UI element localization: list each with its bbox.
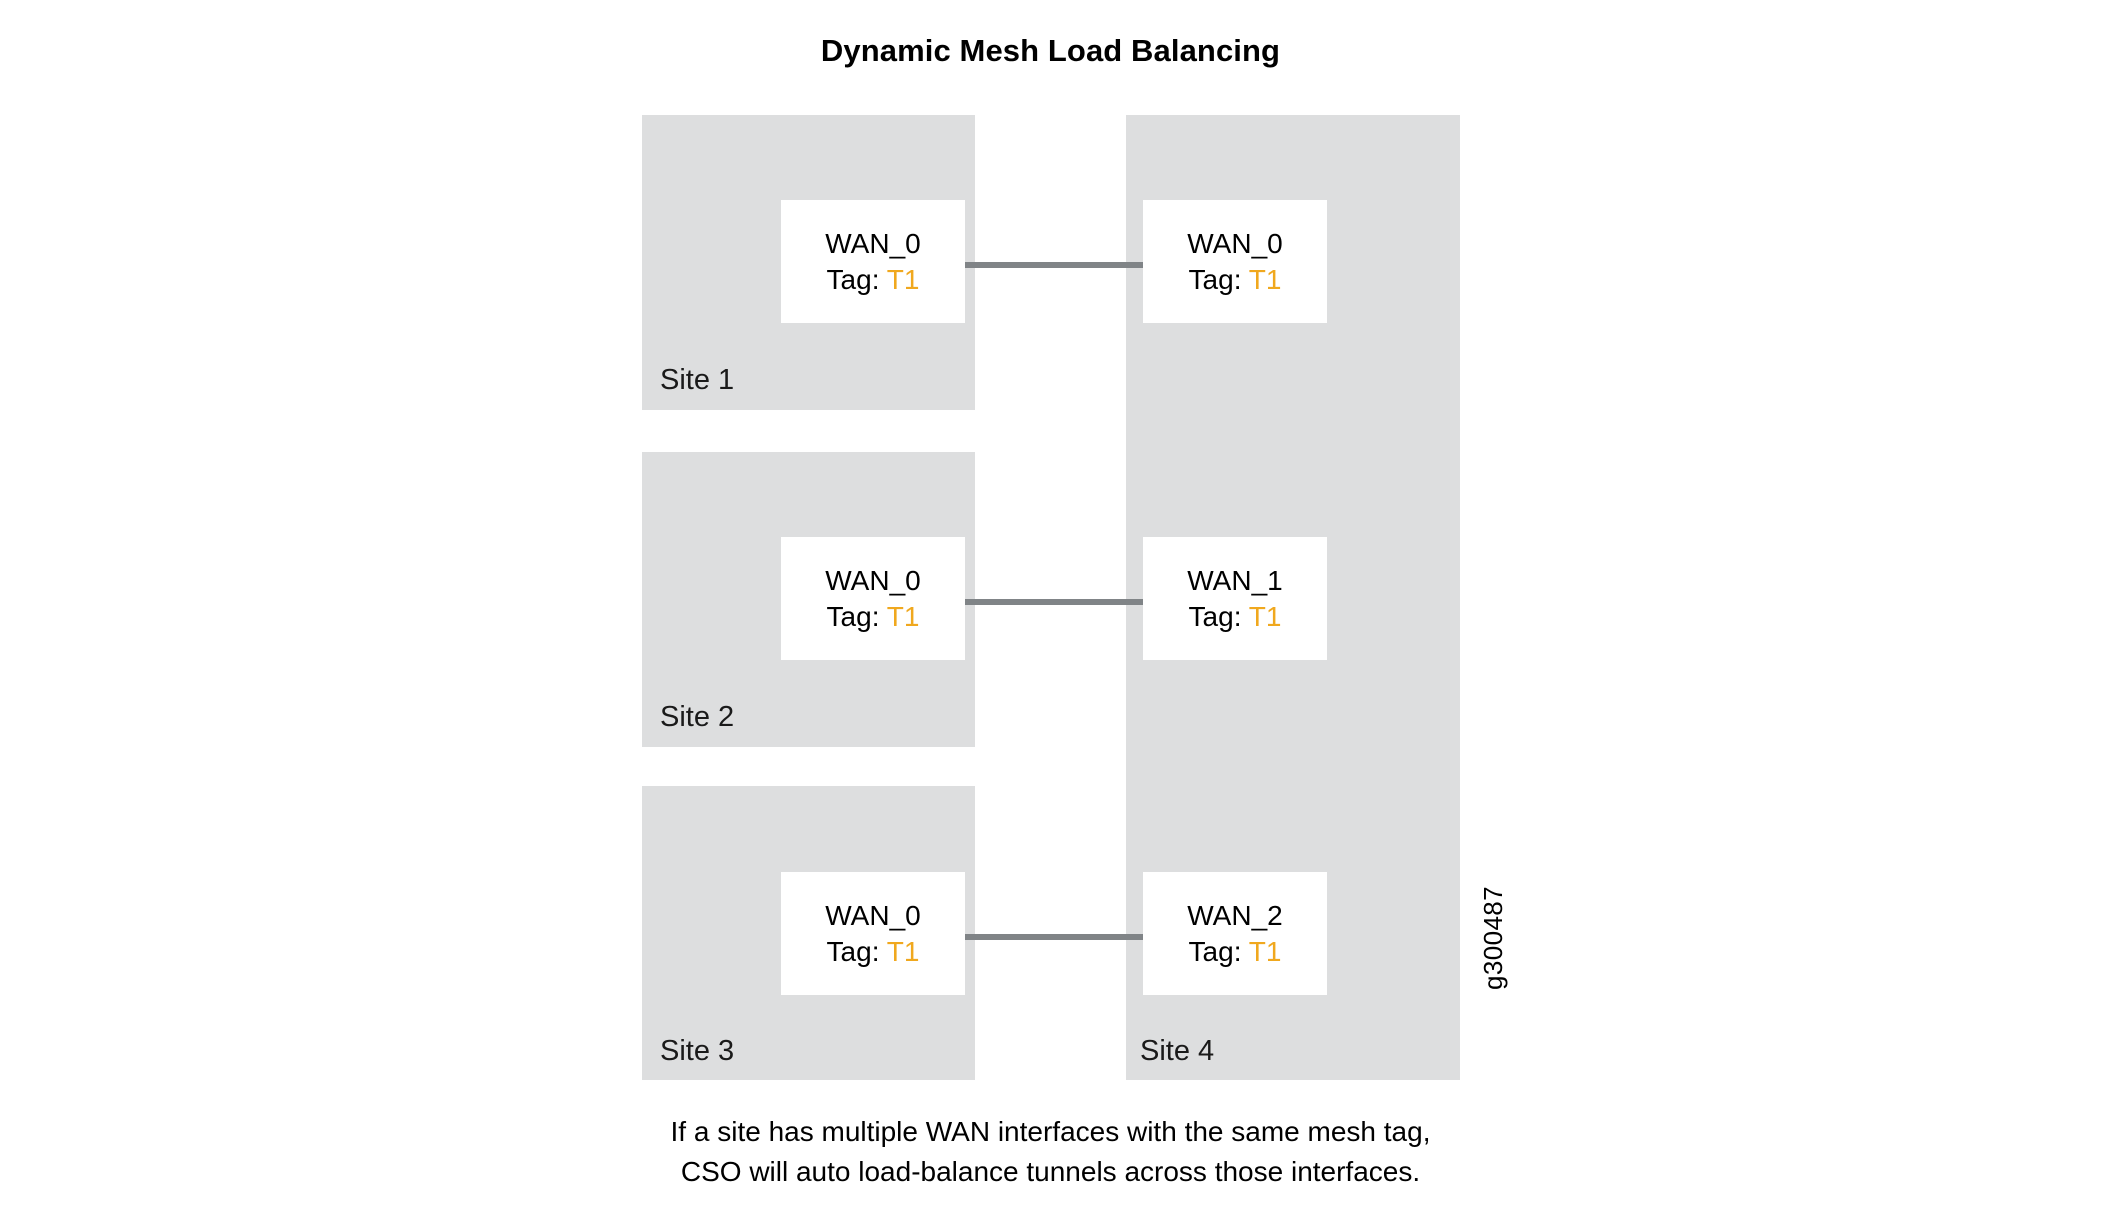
- wan-tag-line: Tag: T1: [1189, 599, 1282, 635]
- tunnel-line-site3-site4: [963, 934, 1143, 940]
- wan-box-site2-wan0[interactable]: WAN_0 Tag: T1: [781, 537, 965, 660]
- site-label-site-4: Site 4: [1140, 1035, 1215, 1067]
- wan-tag-label: Tag:: [826, 600, 880, 632]
- wan-tag-label: Tag:: [1188, 263, 1242, 295]
- wan-tag-line: Tag: T1: [1189, 934, 1282, 970]
- wan-tag-line: Tag: T1: [827, 262, 920, 298]
- wan-box-site4-wan0[interactable]: WAN_0 Tag: T1: [1143, 200, 1327, 323]
- wan-tag-line: Tag: T1: [1189, 262, 1282, 298]
- page-title: Dynamic Mesh Load Balancing: [820, 33, 1281, 68]
- wan-box-site1-wan0[interactable]: WAN_0 Tag: T1: [781, 200, 965, 323]
- tunnel-line-site1-site4: [963, 262, 1143, 268]
- wan-tag-value: T1: [886, 935, 920, 967]
- diagram-caption: If a site has multiple WAN interfaces wi…: [0, 1112, 2101, 1192]
- wan-tag-value: T1: [1248, 600, 1282, 632]
- wan-tag-line: Tag: T1: [827, 934, 920, 970]
- wan-tag-label: Tag:: [1188, 935, 1242, 967]
- wan-interface-name: WAN_0: [825, 564, 921, 596]
- wan-interface-name: WAN_0: [1187, 227, 1283, 259]
- wan-tag-value: T1: [1248, 935, 1282, 967]
- wan-tag-label: Tag:: [826, 935, 880, 967]
- caption-line-2: CSO will auto load-balance tunnels acros…: [680, 1155, 1421, 1187]
- site-label-site-3: Site 3: [660, 1035, 735, 1067]
- wan-tag-label: Tag:: [1188, 600, 1242, 632]
- wan-interface-name: WAN_2: [1187, 899, 1283, 931]
- wan-interface-name: WAN_0: [825, 227, 921, 259]
- wan-box-site3-wan0[interactable]: WAN_0 Tag: T1: [781, 872, 965, 995]
- wan-box-site4-wan2[interactable]: WAN_2 Tag: T1: [1143, 872, 1327, 995]
- wan-interface-name: WAN_0: [825, 899, 921, 931]
- wan-box-site4-wan1[interactable]: WAN_1 Tag: T1: [1143, 537, 1327, 660]
- site-label-site-2: Site 2: [660, 701, 735, 733]
- wan-tag-label: Tag:: [826, 263, 880, 295]
- wan-tag-value: T1: [886, 600, 920, 632]
- wan-interface-name: WAN_1: [1187, 564, 1283, 596]
- caption-line-1: If a site has multiple WAN interfaces wi…: [670, 1116, 1431, 1147]
- tunnel-line-site2-site4: [963, 599, 1143, 605]
- wan-tag-line: Tag: T1: [827, 599, 920, 635]
- site-label-site-1: Site 1: [660, 364, 735, 396]
- wan-tag-value: T1: [1248, 263, 1282, 295]
- figure-id-label: g300487: [1478, 885, 1508, 990]
- wan-tag-value: T1: [886, 263, 920, 295]
